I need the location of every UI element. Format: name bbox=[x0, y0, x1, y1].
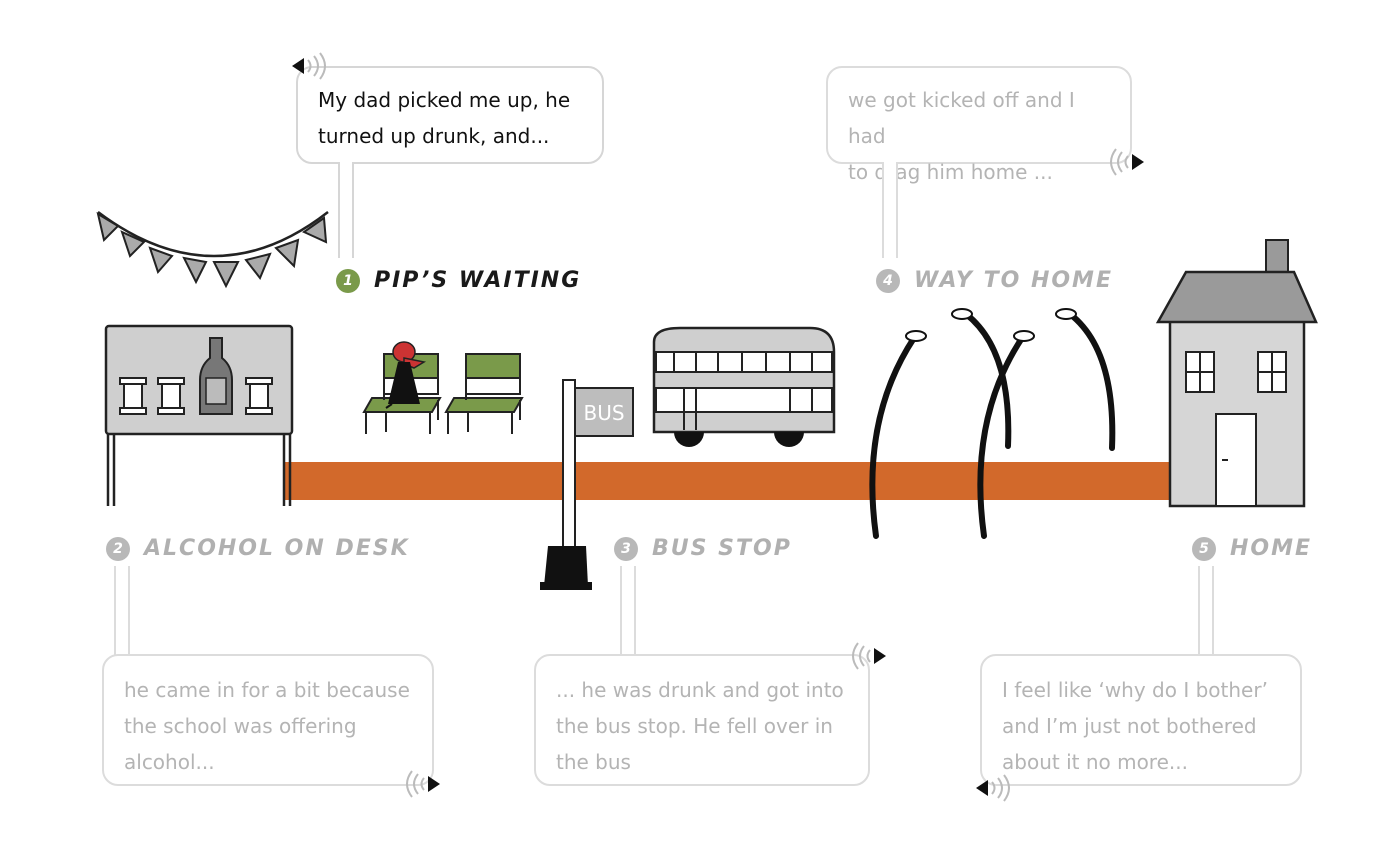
road bbox=[285, 462, 1175, 500]
bubble-tail bbox=[620, 566, 636, 656]
quote-line: My dad picked me up, he bbox=[318, 82, 582, 118]
step-title: HOME bbox=[1230, 536, 1312, 561]
quote-line: we got kicked off and I had bbox=[848, 82, 1110, 154]
step-title: PIP’S WAITING bbox=[374, 268, 581, 293]
step-title: ALCOHOL ON DESK bbox=[144, 536, 410, 561]
quote-line: the bus bbox=[556, 744, 848, 780]
quote-line: turned up drunk, and... bbox=[318, 118, 582, 154]
step-number: 4 bbox=[876, 269, 900, 293]
speaker-icon[interactable] bbox=[844, 642, 892, 670]
quote-bubble-way-to-home: we got kicked off and I had to drag him … bbox=[826, 66, 1132, 164]
speaker-icon[interactable] bbox=[398, 770, 446, 798]
step-label-alcohol-on-desk[interactable]: 2 ALCOHOL ON DESK bbox=[106, 536, 410, 561]
step-title: BUS STOP bbox=[652, 536, 792, 561]
step-number: 3 bbox=[614, 537, 638, 561]
quote-line: and I’m just not bothered bbox=[1002, 708, 1280, 744]
step-label-way-to-home[interactable]: 4 WAY TO HOME bbox=[876, 268, 1113, 293]
quote-line: about it no more... bbox=[1002, 744, 1280, 780]
quote-bubble-home: I feel like ‘why do I bother’ and I’m ju… bbox=[980, 654, 1302, 786]
speaker-icon[interactable] bbox=[1102, 148, 1150, 176]
quote-bubble-pip-waiting: My dad picked me up, he turned up drunk,… bbox=[296, 66, 604, 164]
bus-stop-sign-text: BUS bbox=[583, 401, 624, 425]
quote-line: the school was offering bbox=[124, 708, 412, 744]
quote-line: he came in for a bit because bbox=[124, 672, 412, 708]
quote-line: I feel like ‘why do I bother’ bbox=[1002, 672, 1280, 708]
bubble-tail bbox=[1198, 566, 1214, 656]
street-lamp-icon bbox=[872, 314, 1112, 536]
step-label-home[interactable]: 5 HOME bbox=[1192, 536, 1312, 561]
step-number: 1 bbox=[336, 269, 360, 293]
step-number: 2 bbox=[106, 537, 130, 561]
bunting-icon bbox=[98, 212, 328, 286]
quote-bubble-bus-stop: ... he was drunk and got into the bus st… bbox=[534, 654, 870, 786]
chair-icon bbox=[446, 354, 522, 434]
step-title: WAY TO HOME bbox=[914, 268, 1113, 293]
step-label-pip-waiting[interactable]: 1 PIP’S WAITING bbox=[336, 268, 581, 293]
house-icon bbox=[1158, 240, 1316, 506]
step-number: 5 bbox=[1192, 537, 1216, 561]
alcohol-desk-icon bbox=[106, 326, 292, 506]
quote-line: the bus stop. He fell over in bbox=[556, 708, 848, 744]
bubble-tail bbox=[338, 162, 354, 258]
bubble-tail bbox=[882, 162, 898, 258]
quote-bubble-alcohol-on-desk: he came in for a bit because the school … bbox=[102, 654, 434, 786]
bus-icon bbox=[654, 328, 834, 447]
step-label-bus-stop[interactable]: 3 BUS STOP bbox=[614, 536, 792, 561]
quote-line: alcohol... bbox=[124, 744, 412, 780]
speaker-icon[interactable] bbox=[286, 52, 334, 80]
bubble-tail bbox=[114, 566, 130, 656]
quote-line: ... he was drunk and got into bbox=[556, 672, 848, 708]
speaker-icon[interactable] bbox=[970, 774, 1018, 802]
